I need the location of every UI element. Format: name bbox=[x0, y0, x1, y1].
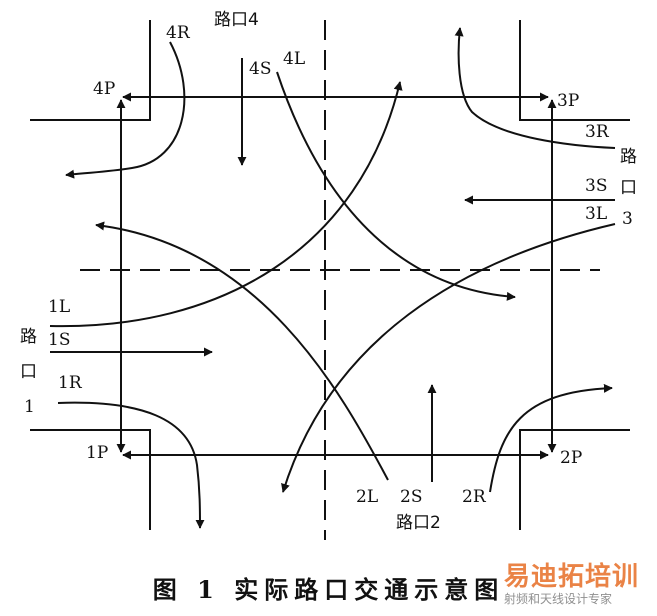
movement-4R-arrow bbox=[65, 41, 186, 179]
watermark-subtitle: 射频和天线设计专家 bbox=[504, 592, 613, 606]
label-2S: 2S bbox=[400, 487, 422, 507]
label-4P: 4P bbox=[93, 79, 115, 99]
road-edge-bottom-left bbox=[30, 429, 151, 530]
intersection-3-label-1: 路 bbox=[620, 147, 637, 167]
label-2L: 2L bbox=[356, 487, 378, 507]
intersection-2-label: 路口2 bbox=[396, 513, 441, 533]
label-4R: 4R bbox=[166, 23, 191, 43]
movement-1R-arrow bbox=[57, 401, 205, 529]
road-edge-top-left bbox=[30, 20, 151, 121]
label-1R: 1R bbox=[58, 373, 83, 393]
label-3S: 3S bbox=[585, 176, 607, 196]
movement-3L-arrow bbox=[281, 223, 616, 493]
label-4S: 4S bbox=[249, 59, 271, 79]
movement-4L-arrow bbox=[276, 71, 516, 301]
label-1L: 1L bbox=[48, 297, 70, 317]
movement-2L-arrow bbox=[95, 221, 389, 481]
intersection-diagram: 路口4 4R 4S 4L 4P 3P 3R 3S 3L 路 口 3 1L 1S … bbox=[20, 10, 637, 540]
label-1P: 1P bbox=[86, 443, 108, 463]
intersection-1-label-2: 口 bbox=[20, 362, 37, 382]
label-3R: 3R bbox=[585, 122, 610, 142]
intersection-1-label-1: 路 bbox=[20, 327, 37, 347]
watermark-title: 易迪拓培训 bbox=[504, 562, 640, 592]
label-2P: 2P bbox=[560, 448, 582, 468]
watermark: 易迪拓培训 射频和天线设计专家 bbox=[504, 562, 654, 614]
movement-2R-arrow bbox=[489, 383, 613, 493]
figure-caption: 图 1 实际路口交通示意图 bbox=[152, 575, 505, 604]
label-3L: 3L bbox=[585, 204, 607, 224]
intersection-1-label-3: 1 bbox=[24, 397, 35, 417]
intersection-4-label: 路口4 bbox=[214, 10, 259, 30]
movement-3R-arrow bbox=[454, 27, 616, 149]
label-4L: 4L bbox=[283, 49, 305, 69]
road-edge-bottom-right bbox=[519, 429, 630, 530]
label-3P: 3P bbox=[557, 91, 579, 111]
intersection-3-label-2: 口 bbox=[620, 178, 637, 198]
label-2R: 2R bbox=[462, 487, 487, 507]
movement-1L-arrow bbox=[49, 81, 403, 328]
intersection-3-label-3: 3 bbox=[622, 209, 633, 229]
road-edge-top-right bbox=[519, 20, 630, 121]
label-1S: 1S bbox=[48, 330, 70, 350]
